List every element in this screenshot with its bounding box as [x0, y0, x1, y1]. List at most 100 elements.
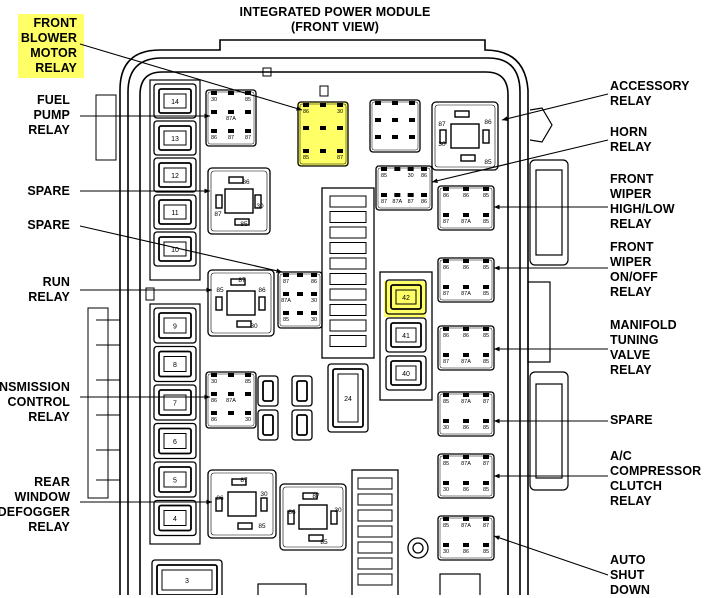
label-line: SHUT — [610, 568, 645, 582]
pin-slot — [228, 91, 234, 95]
mini-fuse — [357, 509, 393, 522]
pin-slot — [211, 373, 217, 377]
fuse-42: 42 — [385, 279, 427, 315]
title-line-2: (FRONT VIEW) — [291, 20, 379, 34]
pin-slot — [483, 543, 489, 547]
arrowhead — [494, 473, 500, 479]
fuse-label: 3 — [185, 578, 189, 585]
fuse-blade — [390, 322, 422, 348]
fuse-blade — [158, 199, 192, 225]
label-line: HIGH/LOW — [610, 202, 675, 216]
pin-slot — [228, 392, 234, 396]
fuse-body — [153, 83, 197, 119]
pin-slot — [392, 135, 398, 139]
fuse-label: 9 — [173, 324, 177, 331]
fuse-window — [161, 569, 213, 591]
pin-slot — [463, 543, 469, 547]
label-front-blower-motor-relay: FRONT BLOWER MOTOR RELAY — [21, 16, 77, 76]
pin-slot — [211, 129, 217, 133]
arrowhead — [296, 106, 302, 111]
pin-label: 86 — [421, 173, 427, 179]
pin-label: 85 — [303, 155, 309, 161]
pin-slot — [245, 110, 251, 114]
mini-fuse — [329, 226, 367, 239]
pin-slot — [463, 213, 469, 217]
pin-label: 87A — [281, 298, 291, 304]
pin-label: 87 — [438, 121, 446, 128]
label-line: SPARE — [27, 184, 70, 198]
mini-fuse — [357, 557, 393, 570]
pin-slot — [483, 455, 489, 459]
pin-slot — [443, 455, 449, 459]
fuse-9: 9 — [153, 307, 197, 344]
pin-slot — [230, 278, 246, 286]
pin-slot — [483, 187, 489, 191]
fuse-window — [395, 327, 417, 343]
fuse-11: 11 — [153, 194, 197, 230]
label-ac-compressor-clutch-relay: A/C COMPRESSOR CLUTCH RELAY — [610, 449, 701, 509]
fuse-blade — [158, 88, 192, 114]
module-outline — [119, 39, 529, 595]
mini-fuse — [329, 211, 367, 223]
fuse-body — [153, 499, 197, 537]
pin-slot — [297, 292, 303, 296]
pin-slot — [483, 353, 489, 357]
fuse-body — [153, 345, 197, 383]
pin-slot — [443, 353, 449, 357]
label-line: WIPER — [610, 255, 652, 269]
pin-label: 87A — [392, 199, 402, 205]
pin-slot — [308, 534, 324, 542]
pin-slot — [211, 411, 217, 415]
pin-slot — [283, 292, 289, 296]
pin-slot — [392, 118, 398, 122]
fuse-window — [163, 167, 187, 183]
relay-body — [375, 165, 433, 211]
pin-label: 86 — [288, 509, 296, 516]
pin-label: 85 — [443, 399, 449, 405]
pin-label: 86 — [443, 193, 449, 199]
label-line: HORN — [610, 125, 648, 139]
pin-slot — [407, 167, 414, 171]
fuse-window — [163, 241, 187, 257]
pin-label: 85 — [483, 359, 489, 365]
pin-label: 30 — [337, 109, 343, 115]
pin-label: 87 — [240, 477, 248, 484]
pin-slot — [337, 126, 343, 130]
fuse-label: 10 — [171, 247, 179, 254]
fuse-window — [395, 289, 417, 305]
arrowhead — [206, 499, 212, 505]
pin-slot — [287, 510, 295, 525]
label-line: SPARE — [610, 413, 653, 427]
mini-fuse — [329, 257, 367, 270]
bottom-connector — [257, 583, 307, 595]
pin-label: 85 — [483, 549, 489, 555]
pin-label: 86 — [216, 495, 224, 502]
blower-label-highlight — [18, 14, 84, 78]
leader-horn — [431, 139, 609, 183]
pin-slot — [482, 129, 490, 144]
pin-slot — [311, 292, 317, 296]
label-line: A/C — [610, 449, 632, 463]
fuse-blade — [296, 380, 308, 402]
pin-slot — [443, 517, 449, 521]
fuse-window — [163, 510, 187, 526]
pin-slot — [443, 327, 449, 331]
pin-label: 87A — [461, 399, 471, 405]
pin-label: 87A — [461, 461, 471, 467]
pin-slot — [215, 497, 223, 512]
arrowhead — [494, 346, 500, 352]
pin-label: 85 — [245, 97, 251, 103]
leader-accessory — [501, 93, 609, 121]
fuse-10: 10 — [153, 231, 197, 267]
pin-slot — [375, 101, 381, 105]
label-line: MANIFOLD — [610, 318, 677, 332]
pin-slot — [237, 522, 253, 530]
pin-slot — [215, 194, 223, 209]
fuse-window — [163, 356, 187, 372]
fuse-body — [153, 120, 197, 156]
